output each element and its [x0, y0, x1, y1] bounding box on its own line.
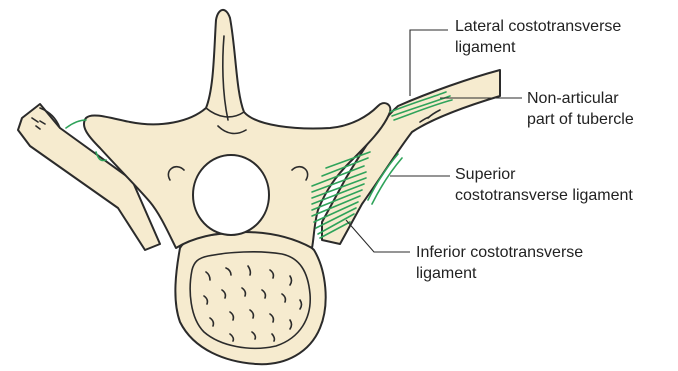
vertebral-body — [175, 232, 325, 365]
label-lateral-line-2: ligament — [455, 37, 621, 58]
vertebral-canal — [193, 155, 269, 235]
label-superior-line-2: costotransverse ligament — [455, 185, 633, 206]
label-superior-costotransverse-ligament: Superior costotransverse ligament — [455, 164, 633, 206]
label-nonarticular-line-2: part of tubercle — [527, 109, 634, 130]
label-lateral-line-1: Lateral costotransverse — [455, 16, 621, 37]
label-inferior-line-2: ligament — [416, 263, 583, 284]
leader-inferior — [346, 220, 410, 252]
label-inferior-costotransverse-ligament: Inferior costotransverse ligament — [416, 242, 583, 284]
label-non-articular-part: Non-articular part of tubercle — [527, 88, 634, 130]
leader-lateral — [410, 30, 448, 96]
label-superior-line-1: Superior — [455, 164, 633, 185]
label-lateral-costotransverse-ligament: Lateral costotransverse ligament — [455, 16, 621, 58]
label-inferior-line-1: Inferior costotransverse — [416, 242, 583, 263]
label-nonarticular-line-1: Non-articular — [527, 88, 634, 109]
